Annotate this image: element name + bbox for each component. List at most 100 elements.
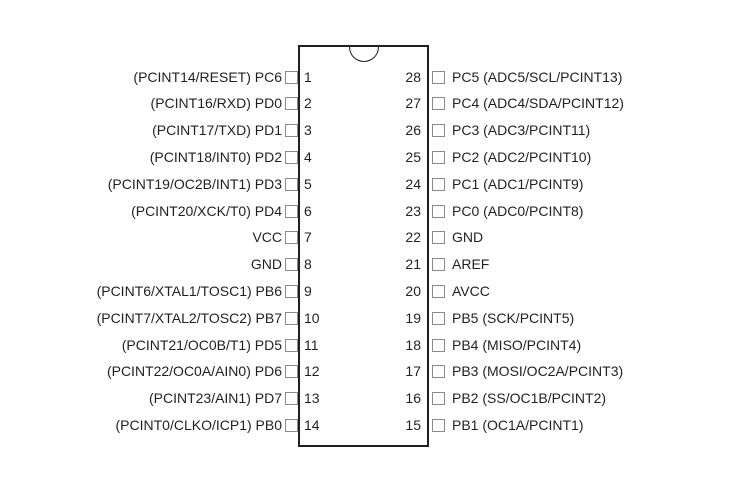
pin-pad-right-icon: [432, 284, 445, 298]
pin-row: (PCINT17/TXD) PD1 3 26 PC3 (ADC3/PCINT11…: [0, 117, 737, 144]
pin-function-label-left: (PCINT18/INT0) PD2: [149, 148, 282, 165]
pin-pad-left-icon: [285, 231, 298, 245]
pin-function-label-left: (PCINT17/TXD) PD1: [152, 122, 282, 139]
pin-function-label-right: AVCC: [452, 282, 490, 299]
pin-pad-right-icon: [432, 392, 445, 406]
pin-pad-left-icon: [285, 177, 298, 191]
pin-function-label-left: (PCINT20/XCK/T0) PD4: [131, 202, 282, 219]
pin-number-left: 10: [304, 309, 320, 326]
pin-pad-right-icon: [432, 70, 445, 84]
pin-row: (PCINT22/OC0A/AIN0) PD6 12 17 PB3 (MOSI/…: [0, 358, 737, 385]
pin-row: (PCINT7/XTAL2/TOSC2) PB7 10 19 PB5 (SCK/…: [0, 305, 737, 332]
pin-pad-left-icon: [285, 392, 298, 406]
pin-pad-left-icon: [285, 258, 298, 272]
pin-function-label-right: PC4 (ADC4/SDA/PCINT12): [452, 95, 624, 112]
pin-function-label-right: PC0 (ADC0/PCINT8): [452, 202, 584, 219]
chip-body: [298, 45, 429, 447]
pin-function-label-right: PC5 (ADC5/SCL/PCINT13): [452, 68, 623, 85]
pin-pad-right-icon: [432, 150, 445, 164]
pin-number-left: 14: [304, 416, 320, 433]
pin-pad-right-icon: [432, 365, 445, 379]
pin-number-right: 21: [405, 256, 421, 273]
pin-number-left: 9: [304, 282, 312, 299]
pin-number-right: 20: [405, 282, 421, 299]
pin-function-label-right: PC1 (ADC1/PCINT9): [452, 175, 584, 192]
pin-row: VCC 7 22 GND: [0, 224, 737, 251]
pin-function-label-right: AREF: [452, 256, 490, 273]
pin-function-label-left: (PCINT23/AIN1) PD7: [148, 390, 282, 407]
pin-number-right: 24: [405, 175, 421, 192]
pin-pad-left-icon: [285, 204, 298, 218]
pin-function-label-left: (PCINT6/XTAL1/TOSC1) PB6: [96, 282, 282, 299]
pin-row: (PCINT20/XCK/T0) PD4 6 23 PC0 (ADC0/PCIN…: [0, 198, 737, 225]
pin-function-label-right: PB1 (OC1A/PCINT1): [452, 416, 584, 433]
pin-pad-left-icon: [285, 284, 298, 298]
pin-function-label-right: PC3 (ADC3/PCINT11): [452, 122, 591, 139]
orientation-notch-icon: [348, 47, 379, 62]
pin-pad-right-icon: [432, 258, 445, 272]
pin-number-right: 25: [405, 148, 421, 165]
pin-function-label-left: (PCINT0/CLKO/ICP1) PB0: [115, 416, 283, 433]
pin-number-right: 18: [405, 336, 421, 353]
pin-number-left: 5: [304, 175, 312, 192]
pin-pad-left-icon: [285, 311, 298, 325]
pin-function-label-right: PC2 (ADC2/PCINT10): [452, 148, 592, 165]
pin-number-left: 7: [304, 229, 312, 246]
pin-number-left: 2: [304, 95, 312, 112]
pin-row: (PCINT0/CLKO/ICP1) PB0 14 15 PB1 (OC1A/P…: [0, 412, 737, 439]
pin-pad-left-icon: [285, 150, 298, 164]
pin-function-label-right: PB5 (SCK/PCINT5): [452, 309, 575, 326]
pin-number-right: 22: [405, 229, 421, 246]
pin-function-label-right: PB4 (MISO/PCINT4): [452, 336, 582, 353]
pin-pad-right-icon: [432, 177, 445, 191]
pin-number-left: 1: [304, 68, 312, 85]
pin-function-label-left: (PCINT21/OC0B/T1) PD5: [121, 336, 282, 353]
pin-function-label-right: PB2 (SS/OC1B/PCINT2): [452, 390, 607, 407]
pin-row: (PCINT21/OC0B/T1) PD5 11 18 PB4 (MISO/PC…: [0, 332, 737, 359]
pin-function-label-left: VCC: [252, 229, 282, 246]
pin-pad-right-icon: [432, 231, 445, 245]
pin-row: (PCINT14/RESET) PC6 1 28 PC5 (ADC5/SCL/P…: [0, 64, 737, 91]
pin-pad-left-icon: [285, 124, 298, 138]
pin-number-right: 26: [405, 122, 421, 139]
pin-row: (PCINT19/OC2B/INT1) PD3 5 24 PC1 (ADC1/P…: [0, 171, 737, 198]
pin-number-right: 28: [405, 68, 421, 85]
pin-pad-left-icon: [285, 97, 298, 111]
pin-function-label-left: (PCINT7/XTAL2/TOSC2) PB7: [96, 309, 282, 326]
pin-function-label-left: (PCINT19/OC2B/INT1) PD3: [107, 175, 282, 192]
pin-function-label-right: GND: [452, 229, 484, 246]
pin-function-label-left: (PCINT16/RXD) PD0: [150, 95, 282, 112]
pin-pad-right-icon: [432, 124, 445, 138]
pin-row: (PCINT16/RXD) PD0 2 27 PC4 (ADC4/SDA/PCI…: [0, 90, 737, 117]
pin-number-left: 6: [304, 202, 312, 219]
pin-number-left: 11: [304, 336, 319, 353]
pin-function-label-left: (PCINT14/RESET) PC6: [133, 68, 282, 85]
pin-number-right: 27: [405, 95, 421, 112]
pin-number-left: 12: [304, 363, 320, 380]
pin-row: (PCINT6/XTAL1/TOSC1) PB6 9 20 AVCC: [0, 278, 737, 305]
pin-pad-right-icon: [432, 418, 445, 432]
pin-pad-left-icon: [285, 365, 298, 379]
pin-number-right: 16: [405, 390, 421, 407]
pin-number-left: 13: [304, 390, 320, 407]
pin-number-left: 4: [304, 148, 312, 165]
pin-pad-right-icon: [432, 97, 445, 111]
pin-pad-right-icon: [432, 338, 445, 352]
pin-number-right: 19: [405, 309, 421, 326]
pin-number-left: 3: [304, 122, 312, 139]
pin-pad-right-icon: [432, 311, 445, 325]
pin-number-left: 8: [304, 256, 312, 273]
pin-pad-left-icon: [285, 70, 298, 84]
pin-pad-right-icon: [432, 204, 445, 218]
pin-row: (PCINT18/INT0) PD2 4 25 PC2 (ADC2/PCINT1…: [0, 144, 737, 171]
pin-pad-left-icon: [285, 418, 298, 432]
pin-pad-left-icon: [285, 338, 298, 352]
pin-number-right: 17: [405, 363, 421, 380]
pin-row: (PCINT23/AIN1) PD7 13 16 PB2 (SS/OC1B/PC…: [0, 385, 737, 412]
pin-number-right: 15: [405, 416, 421, 433]
pin-number-right: 23: [405, 202, 421, 219]
pin-row: GND 8 21 AREF: [0, 251, 737, 278]
pin-function-label-left: GND: [250, 256, 282, 273]
pin-function-label-right: PB3 (MOSI/OC2A/PCINT3): [452, 363, 624, 380]
